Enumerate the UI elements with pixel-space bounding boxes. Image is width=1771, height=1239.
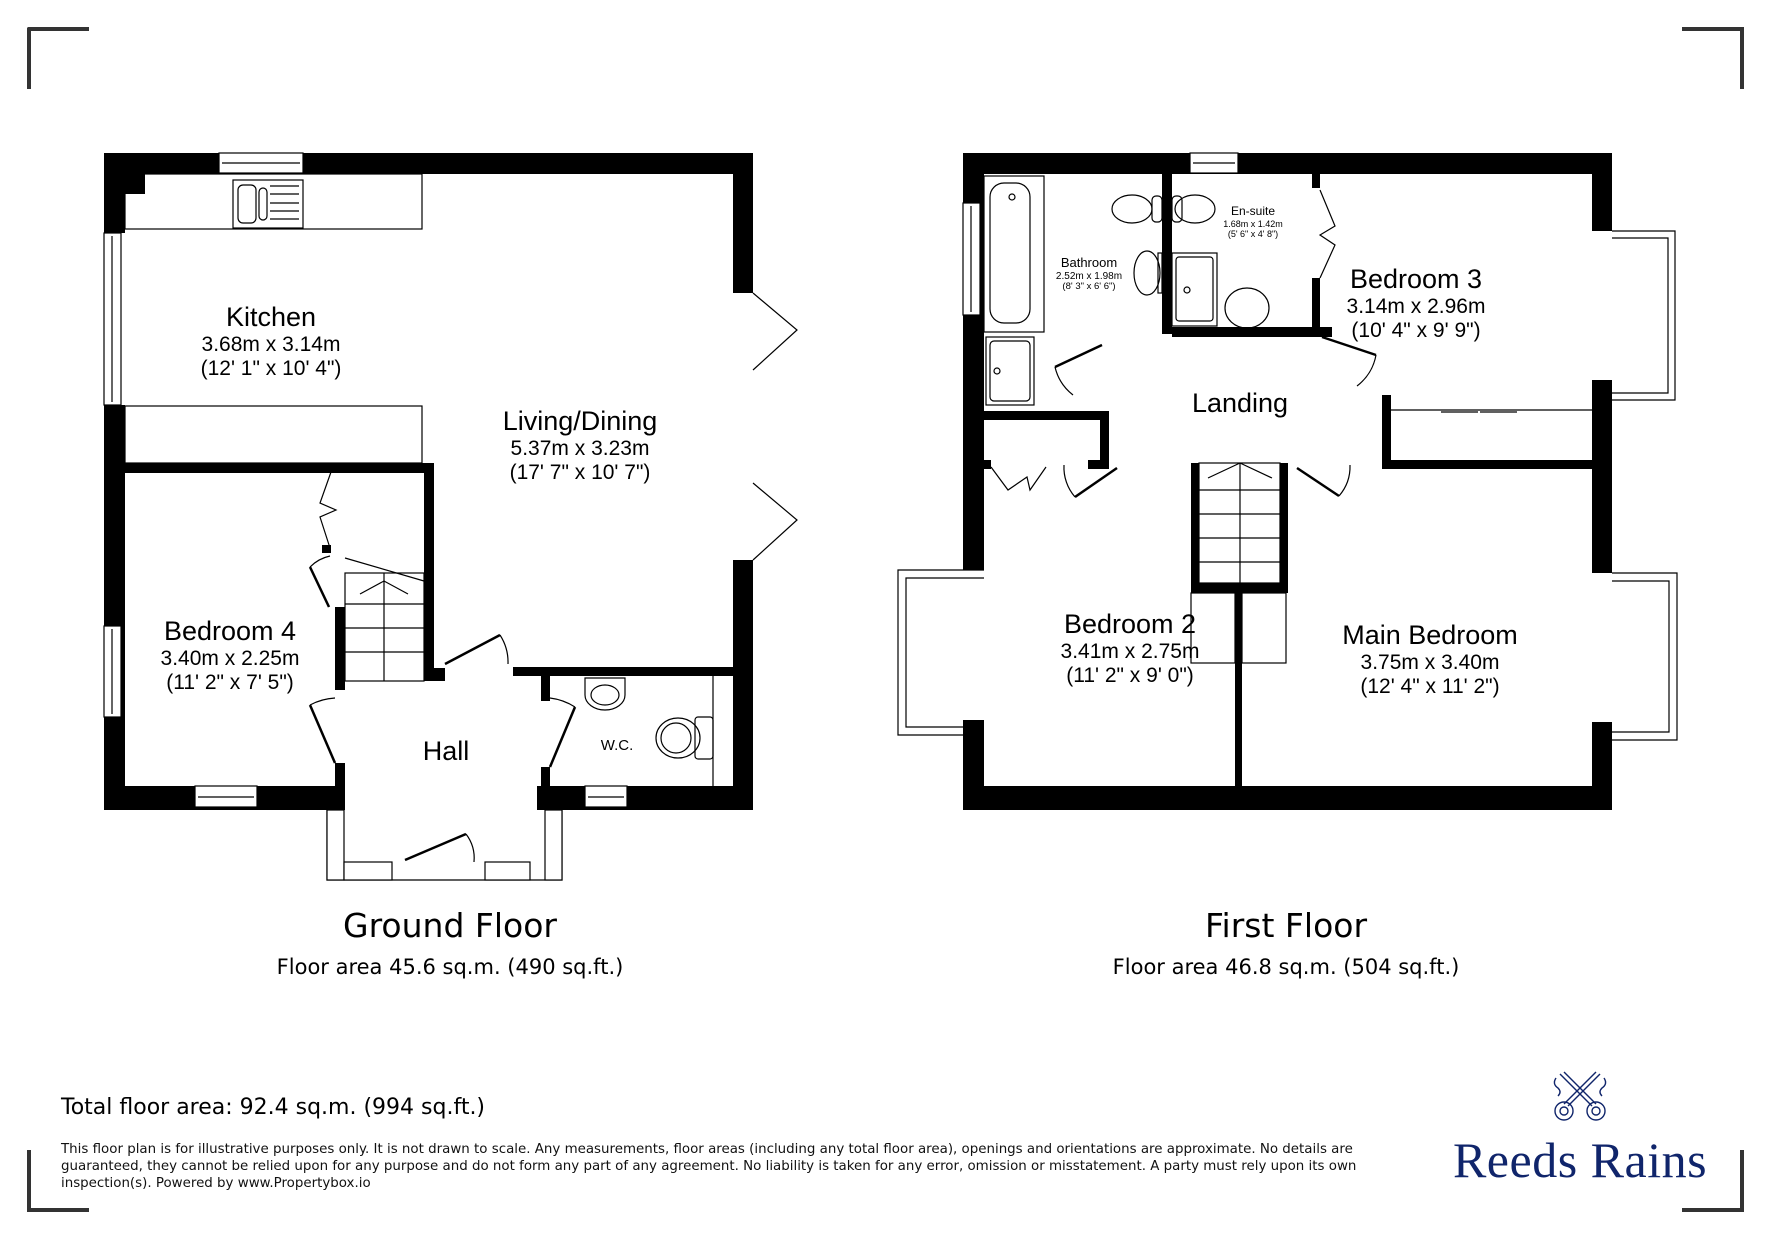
room-imperial: (12' 4" x 11' 2") [1360,675,1500,699]
room-imperial: (5' 6" x 4' 8") [1227,229,1279,240]
room-imperial: (11' 2" x 9' 0") [1066,664,1194,688]
room-wc: W.C. [601,737,634,754]
room-hall: Hall [423,736,470,767]
room-bedroom-4: Bedroom 4 3.40m x 2.25m (11' 2" x 7' 5") [161,616,300,695]
room-main-bedroom: Main Bedroom 3.75m x 3.40m (12' 4" x 11'… [1342,620,1518,699]
floor-title: Ground Floor [343,906,557,945]
room-name: Hall [422,736,470,766]
corner-bracket-bottom-right [1682,1150,1744,1212]
floor-area: Floor area 45.6 sq.m. (490 sq.ft.) [276,955,624,979]
room-metric: 3.14m x 2.96m [1346,295,1486,319]
room-name: En-suite [1230,204,1276,218]
room-metric: 5.37m x 3.23m [510,437,650,461]
corner-bracket-top-right [1682,27,1744,89]
crossed-keys-icon [1553,1071,1607,1121]
room-bedroom-3: Bedroom 3 3.14m x 2.96m (10' 4" x 9' 9") [1347,264,1486,343]
room-imperial: (8' 3" x 6' 6") [1062,281,1116,293]
room-living-dining: Living/Dining 5.37m x 3.23m (17' 7" x 10… [503,406,658,485]
corner-bracket-top-left [27,27,89,89]
brand-logo: Reeds Rains [1440,1070,1720,1189]
total-floor-area: Total floor area: 92.4 sq.m. (994 sq.ft.… [61,1095,486,1120]
floor-title: First Floor [1204,906,1368,945]
room-metric: 3.75m x 3.40m [1360,651,1500,675]
brand-name: Reeds Rains [1452,1132,1708,1188]
corner-bracket-bottom-left [27,1150,89,1212]
room-metric: 3.68m x 3.14m [201,333,341,357]
room-en-suite: En-suite 1.68m x 1.42m (5' 6" x 4' 8") [1223,204,1283,240]
room-metric: 3.40m x 2.25m [160,647,300,671]
ground-floor-caption: Ground Floor Floor area 45.6 sq.m. (490 … [277,906,624,979]
room-name: Bathroom [1060,255,1118,270]
room-imperial: (10' 4" x 9' 9") [1351,319,1481,343]
room-imperial: (17' 7" x 10' 7") [509,461,651,485]
room-name: Landing [1191,388,1289,418]
room-name: Kitchen [225,302,317,332]
room-metric: 1.68m x 1.42m [1223,218,1283,229]
room-imperial: (11' 2" x 7' 5") [166,671,294,695]
room-imperial: (12' 1" x 10' 4") [200,357,342,381]
room-name: Bedroom 3 [1349,264,1483,294]
room-metric: 3.41m x 2.75m [1060,640,1200,664]
room-name: W.C. [600,737,634,754]
room-name: Living/Dining [502,406,658,436]
room-bedroom-2: Bedroom 2 3.41m x 2.75m (11' 2" x 9' 0") [1061,609,1200,688]
first-floor-caption: First Floor Floor area 46.8 sq.m. (504 s… [1113,906,1460,979]
room-metric: 2.52m x 1.98m [1055,270,1123,282]
room-bathroom: Bathroom 2.52m x 1.98m (8' 3" x 6' 6") [1055,255,1123,293]
room-name: Main Bedroom [1342,620,1518,650]
room-landing: Landing [1192,388,1288,419]
room-kitchen: Kitchen 3.68m x 3.14m (12' 1" x 10' 4") [201,302,342,381]
room-name: Bedroom 2 [1063,609,1197,639]
floor-area: Floor area 46.8 sq.m. (504 sq.ft.) [1112,955,1460,979]
room-name: Bedroom 4 [163,616,297,646]
disclaimer: This floor plan is for illustrative purp… [61,1142,1357,1191]
